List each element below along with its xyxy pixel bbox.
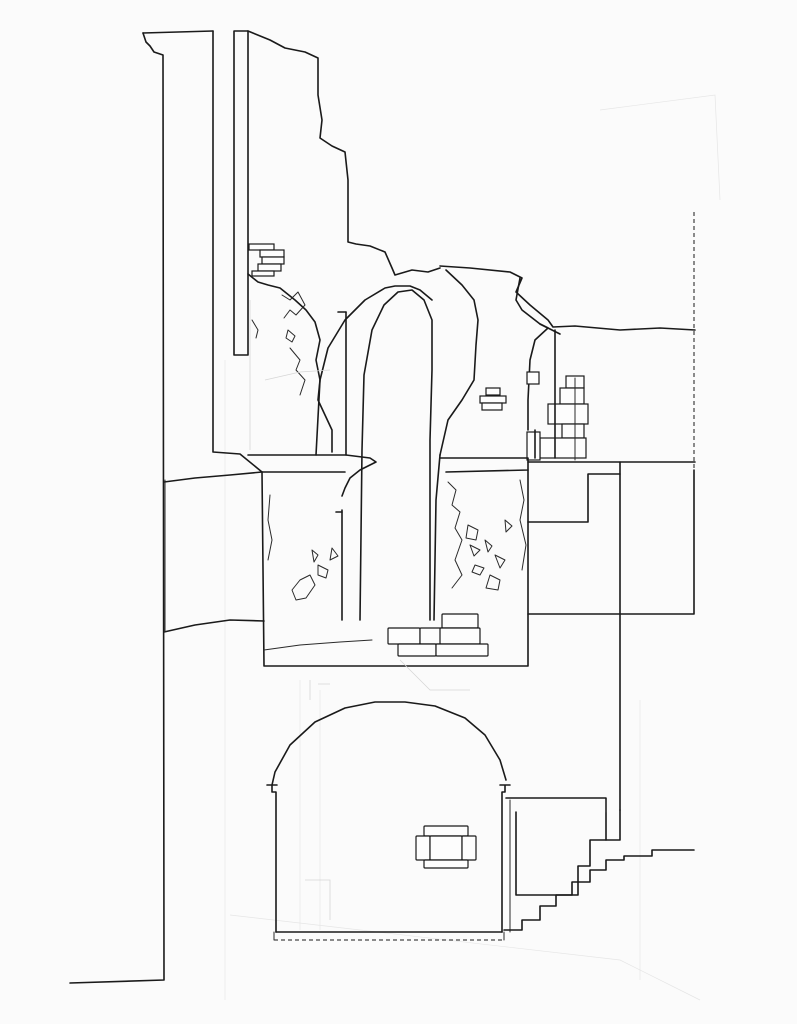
masonry-texture	[249, 291, 527, 601]
middle-chamber-floor-stones	[263, 613, 489, 657]
middle-floor-level	[247, 454, 696, 811]
right-upper-wall	[534, 212, 695, 580]
stepped-staircase	[503, 797, 695, 931]
faint-guide-lines	[305, 659, 470, 920]
stone-blocks-upper-left	[248, 243, 285, 277]
broken-upper-wall	[247, 30, 696, 453]
background-ghost-lines	[224, 94, 721, 1001]
lower-vaulted-chamber	[266, 701, 511, 941]
lower-chamber-altar-stones	[415, 825, 477, 869]
central-arch-opening	[315, 269, 479, 621]
left-outer-wall	[69, 30, 265, 984]
stone-blocks-mid	[479, 371, 589, 461]
lower-right-pier	[335, 509, 343, 621]
right-arch-pier	[515, 277, 561, 431]
upper-pilaster	[233, 30, 249, 356]
